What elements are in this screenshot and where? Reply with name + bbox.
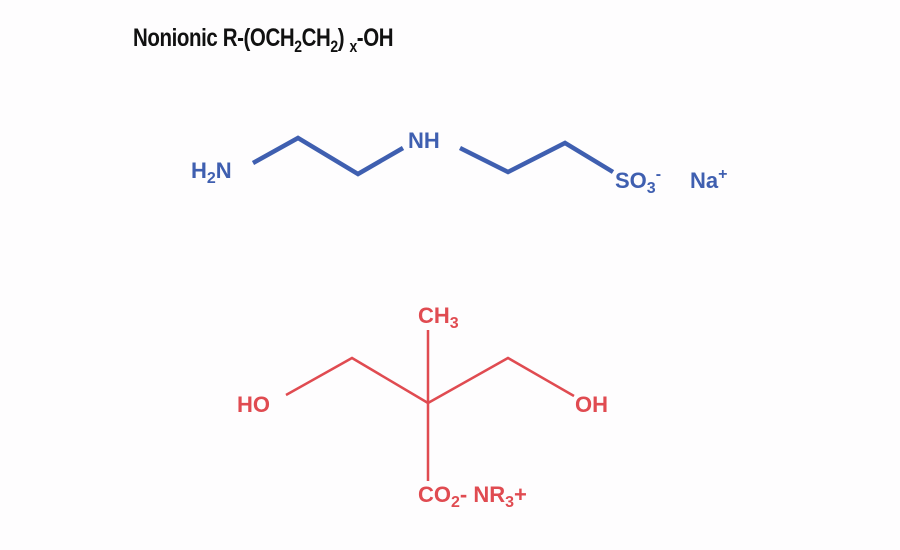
oh-label: OH: [575, 392, 608, 417]
blue-bond-chain-2: [458, 140, 615, 175]
red-bond-right-arm: [427, 356, 575, 405]
nh-label: NH: [408, 128, 440, 153]
ch3-label: CH3: [418, 303, 459, 332]
surfactant-formula-title: Nonionic R-(OCH2CH2) x-OH: [133, 24, 394, 56]
so3-label: SO3-: [615, 166, 662, 197]
red-bond-left-arm: [285, 356, 429, 405]
h2n-label: H2N: [191, 158, 232, 187]
na-label: Na+: [690, 166, 728, 193]
ho-label: HO: [237, 392, 270, 417]
co2-nr3-label: CO2- NR3+: [418, 482, 527, 511]
blue-bond-chain-1: [251, 135, 405, 177]
